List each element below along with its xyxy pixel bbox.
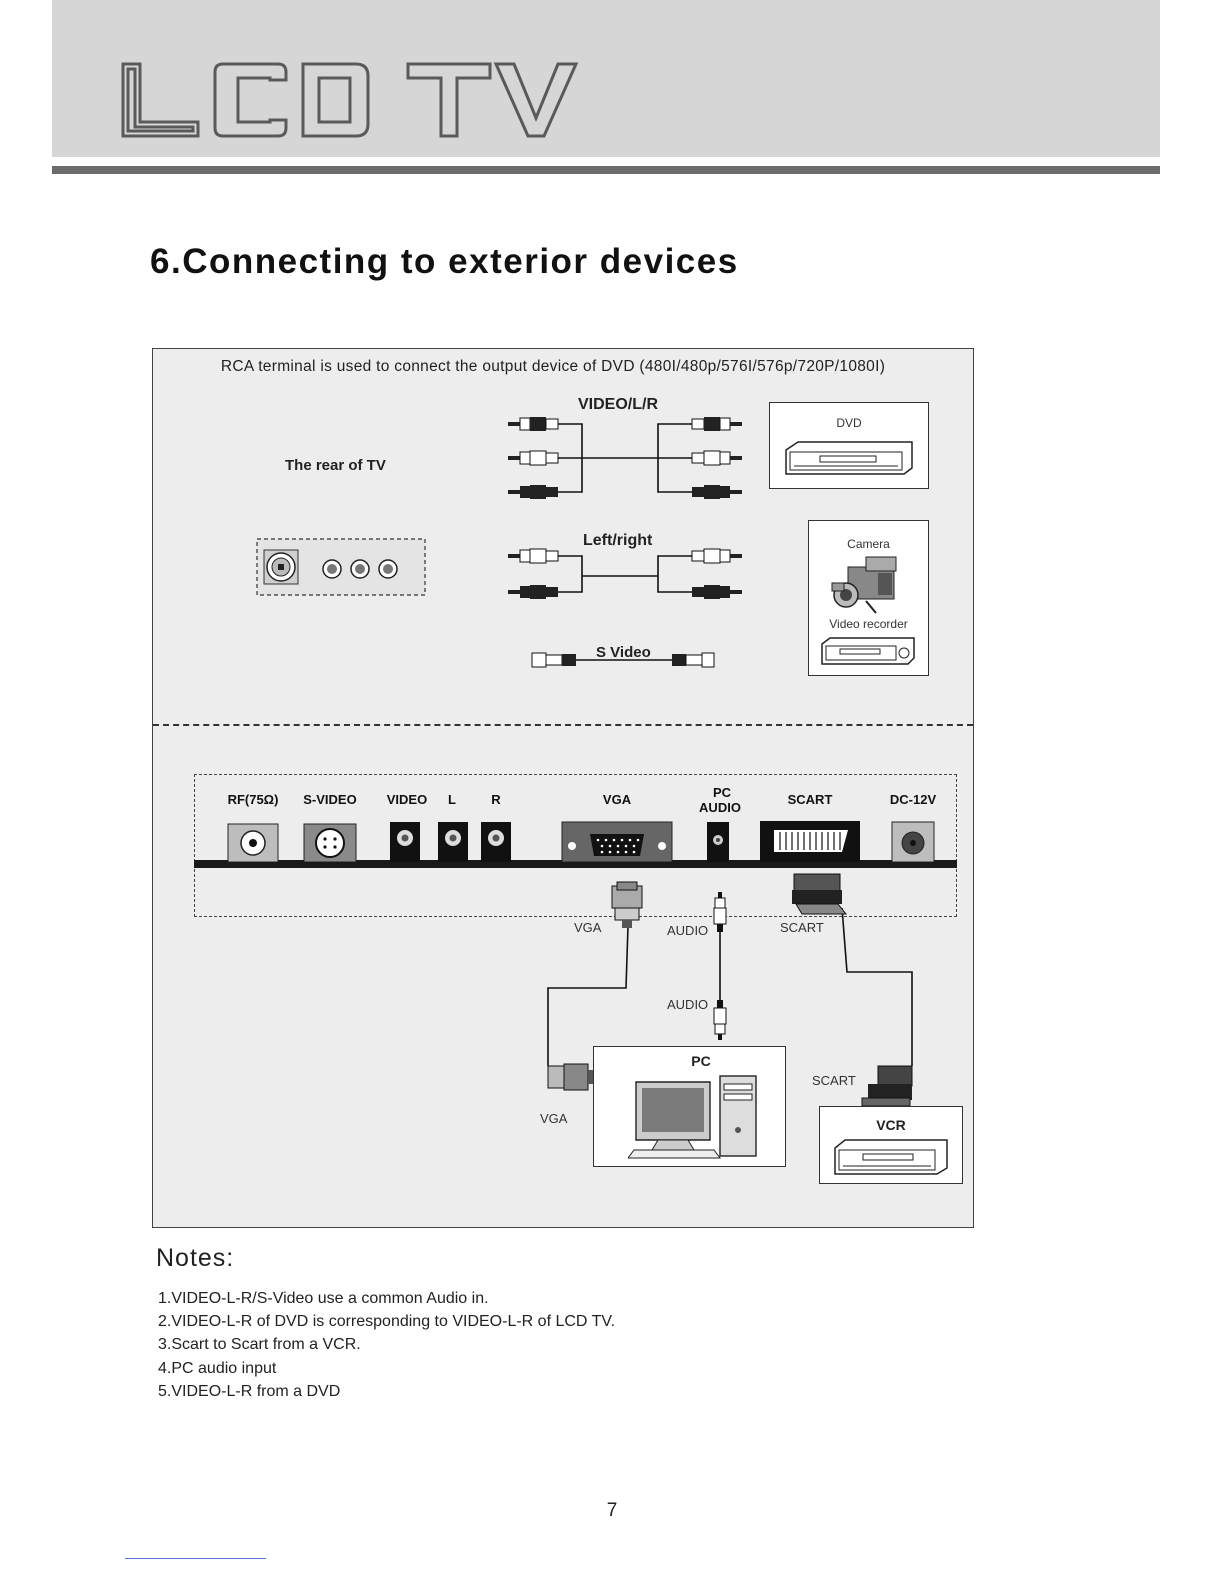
video-lr-label: VIDEO/L/R [578, 396, 659, 413]
tv-ports-illustration [227, 821, 935, 862]
scart-plug-icon [792, 873, 848, 915]
s-video-label: S Video [596, 644, 651, 661]
notes-title: Notes: [156, 1244, 235, 1272]
port-label-audio: AUDIO [699, 800, 741, 815]
port-label-scart: SCART [787, 792, 833, 807]
dvd-player-icon [785, 441, 913, 475]
note-item: 4.PC audio input [158, 1360, 277, 1377]
port-label-pc: PC [712, 785, 732, 800]
port-label-dc: DC-12V [889, 792, 937, 807]
left-right-label: Left/right [583, 532, 653, 549]
rear-of-tv-label: The rear of TV [285, 457, 386, 474]
lcd-tv-logo [121, 62, 579, 138]
panel-divider [153, 724, 973, 726]
vga-plug-icon [611, 881, 643, 928]
cable-label-vga-top: VGA [574, 920, 602, 935]
port-label-r: R [491, 792, 501, 807]
cable-label-vga-bottom: VGA [540, 1111, 568, 1126]
lower-cables-illustration [547, 873, 913, 1107]
pc-computer-icon [628, 1075, 757, 1159]
pc-label: PC [691, 1053, 711, 1069]
rear-tv-jack-panel [256, 538, 426, 596]
svideo-jack-icon [263, 549, 299, 585]
audio-plug-icon [713, 892, 727, 932]
dc-port-icon [891, 821, 935, 862]
port-label-s-video: S-VIDEO [303, 792, 357, 807]
r-port-icon [481, 822, 511, 862]
vga-port-icon [561, 821, 673, 862]
rca-jack-icon [322, 559, 342, 579]
tv-port-strip [194, 774, 957, 917]
camera-label: Camera [847, 537, 890, 551]
footer-line [125, 1558, 266, 1559]
rca-plug-icon [508, 417, 559, 431]
header-rule [52, 166, 1160, 174]
cable-label-scart-top: SCART [780, 920, 824, 935]
s-video-port-icon [303, 823, 357, 862]
camcorder-icon [831, 556, 897, 614]
note-item: 2.VIDEO-L-R of DVD is corresponding to V… [158, 1313, 616, 1330]
rca-note: RCA terminal is used to connect the outp… [220, 358, 886, 375]
video-recorder-label: Video recorder [829, 617, 908, 631]
cable-label-audio-top: AUDIO [667, 923, 709, 938]
port-label-video: VIDEO [386, 792, 428, 807]
scart-port-icon [760, 821, 860, 862]
rca-cables-illustration [508, 417, 742, 668]
note-item: 3.Scart to Scart from a VCR. [158, 1336, 361, 1353]
port-strip-bar [194, 860, 957, 868]
video-recorder-icon [821, 637, 915, 665]
pc-audio-port-icon [707, 822, 729, 862]
port-label-l: L [448, 792, 456, 807]
cable-label-scart-bottom: SCART [812, 1073, 856, 1088]
port-label-vga: VGA [602, 792, 632, 807]
video-port-icon [390, 822, 420, 862]
section-title: 6.Connecting to exterior devices [150, 242, 739, 281]
cable-label-audio-bottom: AUDIO [667, 997, 709, 1012]
note-item: 1.VIDEO-L-R/S-Video use a common Audio i… [158, 1290, 489, 1307]
page-number: 7 [606, 1500, 618, 1521]
vcr-label: VCR [876, 1117, 906, 1133]
dvd-label: DVD [836, 416, 862, 430]
note-item: 5.VIDEO-L-R from a DVD [158, 1383, 341, 1400]
vcr-icon [834, 1139, 948, 1175]
port-label-rf: RF(75Ω) [227, 792, 279, 807]
l-port-icon [438, 822, 468, 862]
rf-port-icon [227, 823, 279, 862]
